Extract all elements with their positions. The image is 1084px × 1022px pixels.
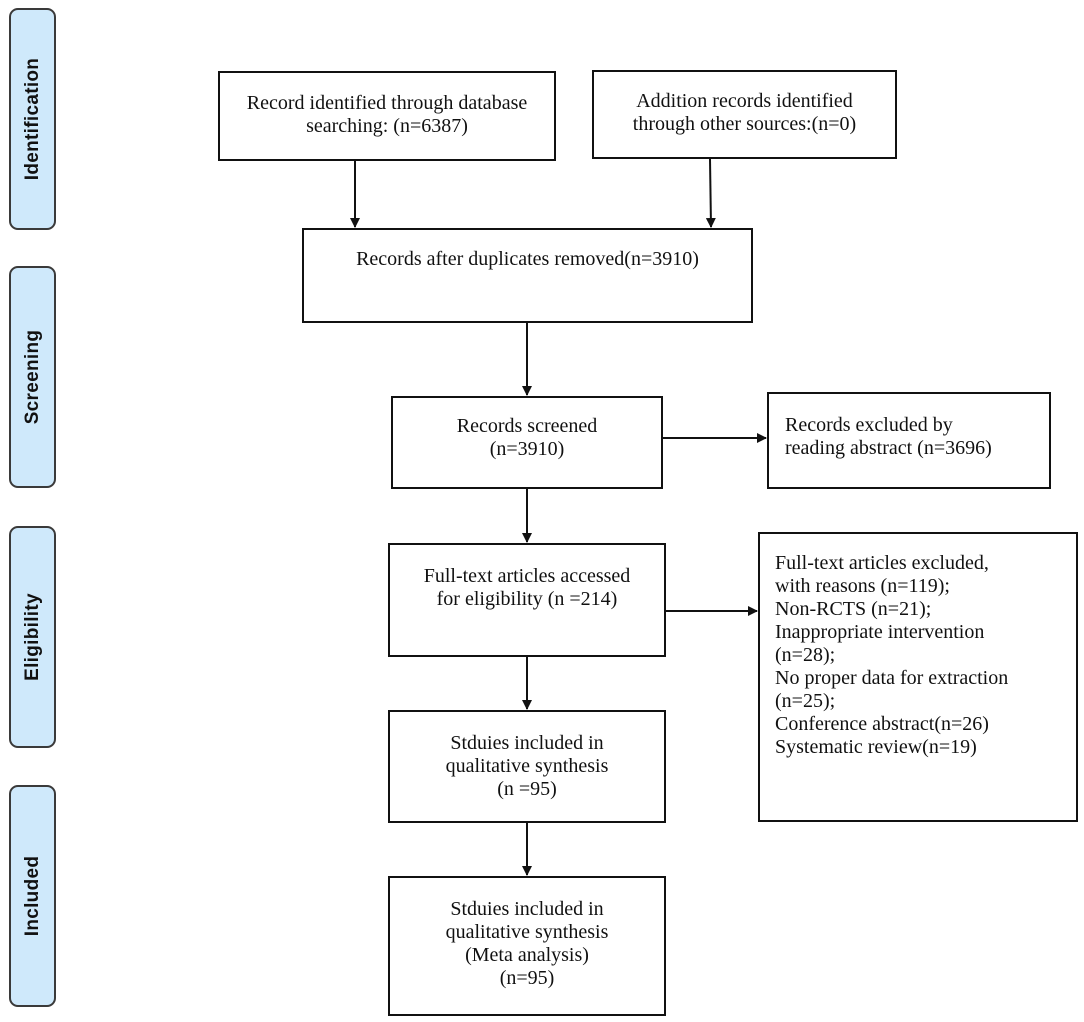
full-text-excluded-line-1: Full-text articles excluded,	[775, 552, 989, 574]
other-sources-line-1: Addition records identified	[636, 90, 853, 112]
qualitative-synthesis-line-2: qualitative synthesis	[445, 755, 609, 777]
duplicates-removed-box: Records after duplicates removed(n=3910)	[302, 228, 753, 323]
qualitative-synthesis-line-1: Stduies included in	[450, 732, 604, 754]
full-text-excluded-line-9: Systematic review(n=19)	[775, 736, 977, 758]
stage-included: Included	[9, 785, 56, 1007]
full-text-excluded-line-2: with reasons (n=119);	[775, 575, 950, 597]
qualitative-synthesis-line-3: (n =95)	[497, 778, 557, 800]
meta-analysis-line-1: Stduies included in	[450, 898, 604, 920]
excluded-abstract-line-1: Records excluded by	[785, 414, 953, 436]
records-screened-box: Records screened (n=3910)	[391, 396, 663, 489]
other-sources-line-2: through other sources:(n=0)	[632, 113, 857, 135]
full-text-excluded-line-7: (n=25);	[775, 690, 836, 712]
database-search-box: Record identified through database searc…	[218, 71, 556, 161]
arrow-other-to-duplicates	[705, 158, 716, 228]
excluded-abstract-box: Records excluded by reading abstract (n=…	[767, 392, 1051, 489]
full-text-line-2: for eligibility (n =214)	[436, 588, 618, 610]
full-text-excluded-box: Full-text articles excluded, with reason…	[758, 532, 1078, 822]
meta-analysis-line-4: (n=95)	[499, 967, 555, 989]
full-text-excluded-line-6: No proper data for extraction	[775, 667, 1009, 689]
other-sources-box: Addition records identified through othe…	[592, 70, 897, 159]
qualitative-synthesis-box: Stduies included in qualitative synthesi…	[388, 710, 666, 823]
full-text-excluded-line-3: Non-RCTS (n=21);	[775, 598, 932, 620]
full-text-excluded-line-8: Conference abstract(n=26)	[775, 713, 989, 735]
stage-screening: Screening	[9, 266, 56, 488]
meta-analysis-line-3: (Meta analysis)	[465, 944, 589, 966]
excluded-abstract-line-2: reading abstract (n=3696)	[785, 437, 992, 459]
stage-eligibility: Eligibility	[9, 526, 56, 748]
full-text-excluded-line-4: Inappropriate intervention	[775, 621, 985, 643]
database-search-line-1: Record identified through database	[246, 92, 528, 114]
full-text-box: Full-text articles accessed for eligibil…	[388, 543, 666, 657]
records-screened-line-1: Records screened	[456, 415, 598, 437]
records-screened-line-2: (n=3910)	[489, 438, 565, 460]
full-text-excluded-line-5: (n=28);	[775, 644, 836, 666]
meta-analysis-line-2: qualitative synthesis	[445, 921, 609, 943]
duplicates-removed-line-1: Records after duplicates removed(n=3910)	[356, 248, 699, 270]
database-search-line-2: searching: (n=6387)	[306, 115, 468, 137]
meta-analysis-box: Stduies included in qualitative synthesi…	[388, 876, 666, 1016]
full-text-line-1: Full-text articles accessed	[423, 565, 631, 587]
stage-identification: Identification	[9, 8, 56, 230]
